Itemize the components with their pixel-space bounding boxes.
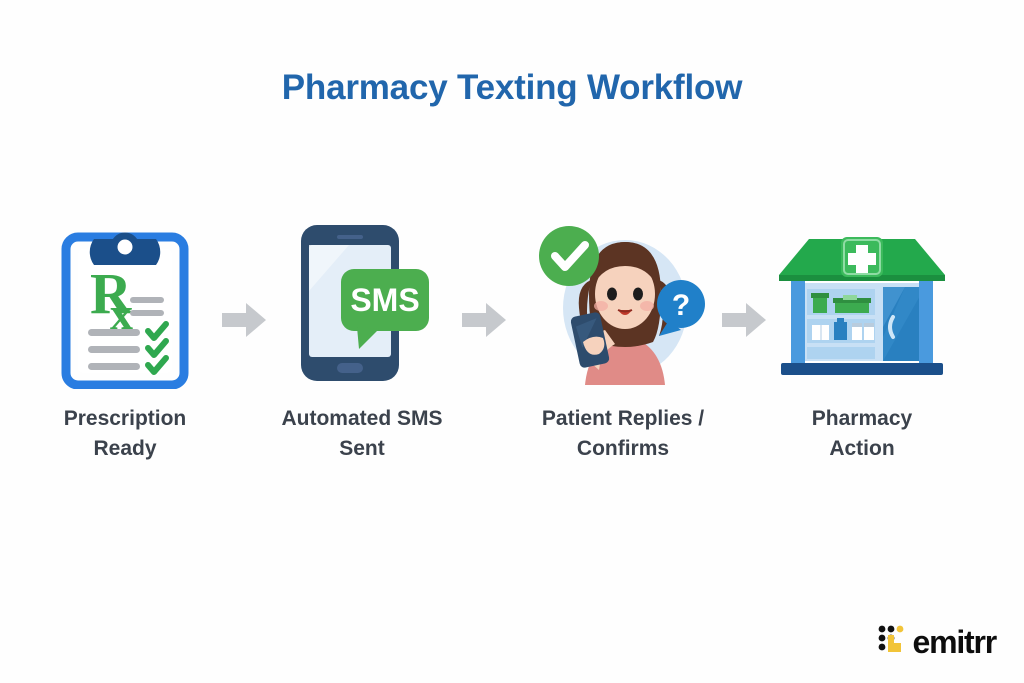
- emitrr-logo-text: emitrr: [912, 624, 997, 660]
- step-label-automated-sms-sent: Automated SMS Sent: [262, 404, 462, 465]
- emitrr-logo-mark-icon: [878, 625, 904, 660]
- step-label-patient-replies-confirms: Patient Replies / Confirms: [523, 404, 723, 465]
- patient-replies-icon: ?: [523, 215, 723, 390]
- workflow-steps: R x Prescription Ready: [0, 215, 1024, 485]
- step-label-line2: Confirms: [576, 437, 670, 461]
- pharmacy-storefront-icon: [762, 215, 962, 390]
- step-prescription-ready: R x Prescription Ready: [25, 215, 225, 465]
- step-patient-replies-confirms: ? Patient Replies / Confirms: [523, 215, 723, 465]
- arrow-right-icon-3: [722, 303, 766, 337]
- svg-text:R: R: [90, 261, 133, 326]
- page-title: Pharmacy Texting Workflow: [281, 68, 743, 107]
- step-label-line1: Prescription: [63, 407, 187, 430]
- step-label-line2: Sent: [339, 437, 385, 461]
- question-bubble: ?: [657, 280, 705, 336]
- arrow-right-icon-2: [462, 303, 506, 337]
- step-label-prescription-ready: Prescription Ready: [25, 404, 225, 465]
- arrow-right-icon-1: [222, 303, 266, 337]
- step-label-line1: Automated SMS: [281, 407, 443, 430]
- sms-bubble-text: SMS: [350, 282, 419, 318]
- emitrr-logo: emitrr: [878, 624, 997, 661]
- svg-text:?: ?: [672, 289, 690, 322]
- clipboard-rx-icon: R x: [25, 215, 225, 390]
- step-pharmacy-action: Pharmacy Action: [762, 215, 962, 465]
- step-label-line1: Patient Replies /: [541, 407, 705, 430]
- svg-text:x: x: [110, 288, 133, 339]
- check-bubble: [539, 226, 599, 286]
- step-label-pharmacy-action: Pharmacy Action: [762, 404, 962, 465]
- step-label-line2: Action: [829, 437, 895, 461]
- step-automated-sms-sent: SMS Automated SMS Sent: [262, 215, 462, 465]
- smartphone-sms-icon: SMS: [262, 215, 462, 390]
- step-label-line2: Ready: [93, 437, 157, 461]
- step-label-line1: Pharmacy: [811, 407, 913, 430]
